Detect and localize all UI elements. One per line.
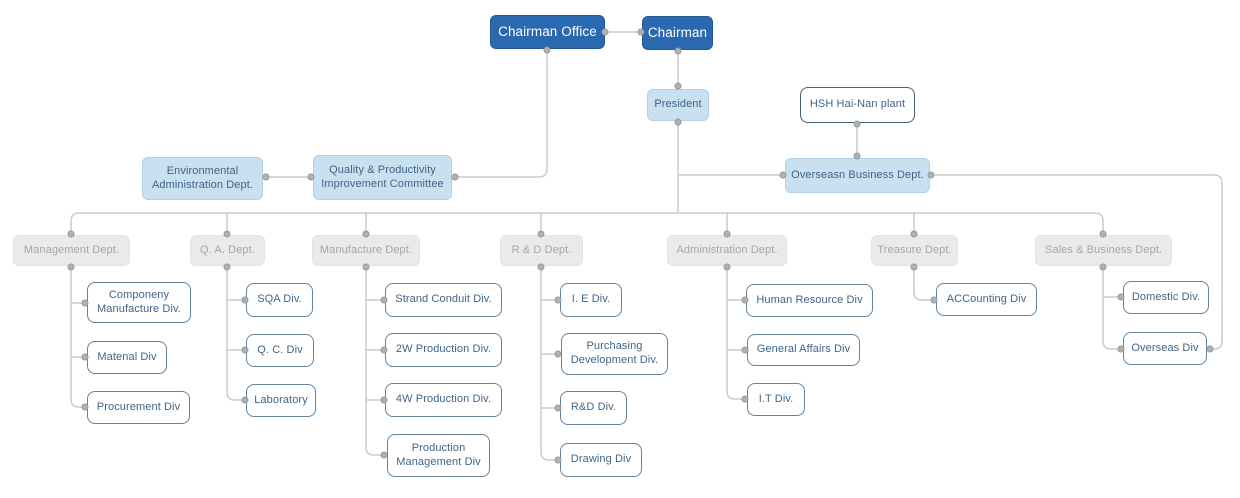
node-label: Matenal Div <box>97 350 157 363</box>
connector-sales-business-dept--overseas-div <box>1102 267 1120 350</box>
node-label: R&D Div. <box>570 401 617 414</box>
node-label: Production <box>411 441 466 454</box>
node-label: Q. A. Dept. <box>200 243 255 256</box>
node-label: I. E Div. <box>571 293 611 306</box>
node-treasure-dept: Treasure Dept. <box>871 235 958 266</box>
connector-department-trunk--management-dept--sales-business-dept <box>70 212 1104 233</box>
node-label: Administration Dept. <box>676 243 778 256</box>
node-label: SQA Div. <box>257 293 302 306</box>
node-label: Componeny <box>108 288 170 301</box>
node-label: Overseas Div <box>1131 341 1199 354</box>
node-management-dept: Management Dept. <box>13 235 130 266</box>
node-general-affairs-div: General Affairs Div <box>747 334 860 366</box>
connector-dot <box>451 173 459 181</box>
node-label: Administration Dept. <box>151 178 254 191</box>
node-label: Strand Conduit Div. <box>395 293 492 306</box>
connector-manufacture-dept--production-management-div <box>365 267 382 456</box>
node-label: Chairman Office <box>498 23 597 39</box>
node-label: Drawing Div <box>570 453 632 466</box>
node-chairman: Chairman <box>642 16 713 50</box>
node-qa-dept: Q. A. Dept. <box>190 235 265 266</box>
node-hsh-hai-nan-plant: HSH Hai-Nan plant <box>800 87 915 123</box>
node-label: Domestic Div. <box>1131 290 1201 303</box>
node-label: Manufacture Dept. <box>319 243 413 256</box>
node-label: Treasure Dept. <box>877 243 952 256</box>
node-label: Management Div <box>396 455 481 468</box>
connector-treasure-dept--accounting-div <box>913 267 933 301</box>
node-label: Laboratory <box>254 393 308 406</box>
node-label: General Affairs Div <box>756 343 851 356</box>
node-qc-div: Q. C. Div <box>246 334 314 367</box>
connector-qa-dept--laboratory <box>226 267 243 401</box>
node-accounting-div: ACCounting Div <box>936 283 1037 316</box>
connector-dot <box>262 173 270 181</box>
node-matenal-div: Matenal Div <box>87 341 167 374</box>
node-label: 2W Production Div. <box>395 343 492 356</box>
node-label: 4W Production Div. <box>395 393 492 406</box>
node-label: Management Dept. <box>23 243 120 256</box>
connector-management-dept--procurement-div <box>70 267 84 408</box>
node-label: Sales & Business Dept. <box>1044 243 1163 256</box>
node-strand-conduit-div: Strand Conduit Div. <box>385 283 502 317</box>
connector-administration-dept--it-div <box>726 267 744 400</box>
node-label: Purchasing <box>586 340 643 353</box>
connector-rd-dept--drawing-div <box>540 267 557 461</box>
node-human-resource-div: Human Resource Div <box>746 284 873 317</box>
node-overseas-business-dept: Overseasn Business Dept. <box>785 158 930 193</box>
node-label: President <box>654 98 702 111</box>
node-label: Overseasn Business Dept. <box>791 168 924 181</box>
node-label: I.T Div. <box>758 392 794 405</box>
node-drawing-div: Drawing Div <box>560 443 642 477</box>
node-label: Improvement Committee <box>321 177 444 190</box>
node-sales-business-dept: Sales & Business Dept. <box>1035 235 1172 266</box>
node-procurement-div: Procurement Div <box>87 391 190 424</box>
node-laboratory: Laboratory <box>246 384 316 417</box>
node-label: Manufacture Div. <box>97 302 181 315</box>
node-domestic-div: Domestic Div. <box>1123 281 1209 314</box>
connector-dot <box>1206 345 1214 353</box>
node-it-div: I.T Div. <box>747 383 805 416</box>
node-label: Q. C. Div <box>257 343 303 356</box>
node-label: Environmental <box>166 164 239 177</box>
node-overseas-div: Overseas Div <box>1123 332 1207 365</box>
node-2w-production-div: 2W Production Div. <box>385 333 502 367</box>
node-label: ACCounting Div <box>946 292 1027 305</box>
node-label: Human Resource Div <box>756 293 863 306</box>
node-label: Chairman <box>647 24 708 40</box>
node-label: Procurement Div <box>96 400 181 413</box>
node-president: President <box>647 89 709 121</box>
node-sqa-div: SQA Div. <box>246 283 313 317</box>
node-administration-dept: Administration Dept. <box>667 235 787 266</box>
node-ie-div: I. E Div. <box>560 283 622 317</box>
node-chairman-office: Chairman Office <box>490 15 605 49</box>
node-rd-div: R&D Div. <box>560 391 627 425</box>
node-label: HSH Hai-Nan plant <box>809 98 906 111</box>
node-rd-dept: R & D Dept. <box>500 235 583 266</box>
node-4w-production-div: 4W Production Div. <box>385 383 502 417</box>
node-manufacture-dept: Manufacture Dept. <box>312 235 420 266</box>
node-label: Quality & Productivity <box>329 163 436 176</box>
node-label: R & D Dept. <box>511 243 572 256</box>
connector-chairman-office--quality-productivity-committee <box>455 50 548 178</box>
node-label: Development Div. <box>570 354 659 366</box>
